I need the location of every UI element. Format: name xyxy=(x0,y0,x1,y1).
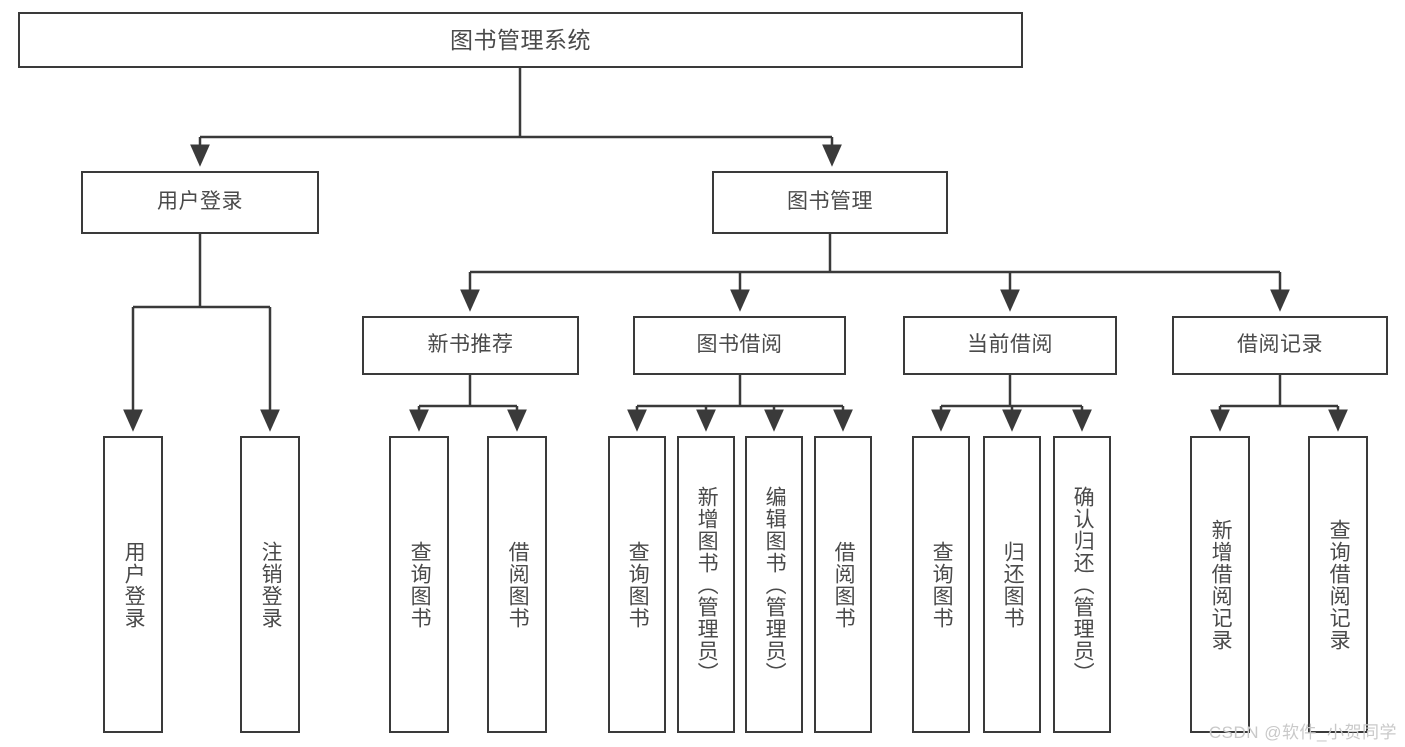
leaf-confirm-return-admin[interactable]: 确认归还（管理员） xyxy=(1053,436,1111,733)
connector-newbook-to-leaves xyxy=(409,375,527,432)
node-label: 编辑图书（管理员） xyxy=(763,485,787,684)
node-label: 新增图书（管理员） xyxy=(695,485,719,684)
node-new-book-recommend[interactable]: 新书推荐 xyxy=(362,316,579,375)
leaf-borrow-book-recommend[interactable]: 借阅图书 xyxy=(487,436,547,733)
watermark-text: CSDN @软件_小贺同学 xyxy=(1208,723,1397,742)
connector-bookmanage-to-level3 xyxy=(460,234,1290,312)
node-label: 查询图书 xyxy=(930,540,954,629)
connector-root-to-level2 xyxy=(190,68,842,167)
node-label: 确认归还（管理员） xyxy=(1071,485,1095,684)
node-label: 归还图书 xyxy=(1001,540,1025,629)
connector-borrowrecord-to-leaves xyxy=(1210,375,1348,432)
node-label: 图书管理系统 xyxy=(450,26,591,53)
leaf-query-book-recommend[interactable]: 查询图书 xyxy=(389,436,449,733)
node-current-borrow[interactable]: 当前借阅 xyxy=(903,316,1117,375)
node-label: 图书借阅 xyxy=(696,333,783,357)
leaf-user-login[interactable]: 用户登录 xyxy=(103,436,163,733)
node-user-login[interactable]: 用户登录 xyxy=(81,171,319,234)
node-label: 借阅记录 xyxy=(1237,333,1323,357)
node-label: 注销登录 xyxy=(259,540,283,629)
leaf-add-book-admin[interactable]: 新增图书（管理员） xyxy=(677,436,735,733)
leaf-return-book[interactable]: 归还图书 xyxy=(983,436,1041,733)
leaf-query-book-borrow[interactable]: 查询图书 xyxy=(608,436,666,733)
node-label: 用户登录 xyxy=(122,540,146,629)
leaf-borrow-book[interactable]: 借阅图书 xyxy=(814,436,872,733)
connector-userlogin-to-leaves xyxy=(123,234,280,432)
leaf-logout[interactable]: 注销登录 xyxy=(240,436,300,733)
node-label: 借阅图书 xyxy=(506,540,530,629)
node-root-system[interactable]: 图书管理系统 xyxy=(18,12,1023,68)
connector-bookborrow-to-leaves xyxy=(627,375,853,432)
node-label: 新书推荐 xyxy=(427,333,514,357)
leaf-query-book-current[interactable]: 查询图书 xyxy=(912,436,970,733)
node-borrow-record[interactable]: 借阅记录 xyxy=(1172,316,1388,375)
node-label: 借阅图书 xyxy=(832,540,856,629)
node-label: 当前借阅 xyxy=(967,333,1053,357)
node-label: 查询借阅记录 xyxy=(1327,518,1351,651)
node-label: 用户登录 xyxy=(157,190,243,214)
connector-currentborrow-to-leaves xyxy=(931,375,1092,432)
node-label: 图书管理 xyxy=(787,190,873,214)
node-book-borrow[interactable]: 图书借阅 xyxy=(633,316,846,375)
node-label: 查询图书 xyxy=(626,540,650,629)
node-label: 查询图书 xyxy=(408,540,432,629)
leaf-query-borrow-record[interactable]: 查询借阅记录 xyxy=(1308,436,1368,733)
node-label: 新增借阅记录 xyxy=(1209,518,1233,651)
leaf-add-borrow-record[interactable]: 新增借阅记录 xyxy=(1190,436,1250,733)
leaf-edit-book-admin[interactable]: 编辑图书（管理员） xyxy=(745,436,803,733)
node-book-management[interactable]: 图书管理 xyxy=(712,171,948,234)
